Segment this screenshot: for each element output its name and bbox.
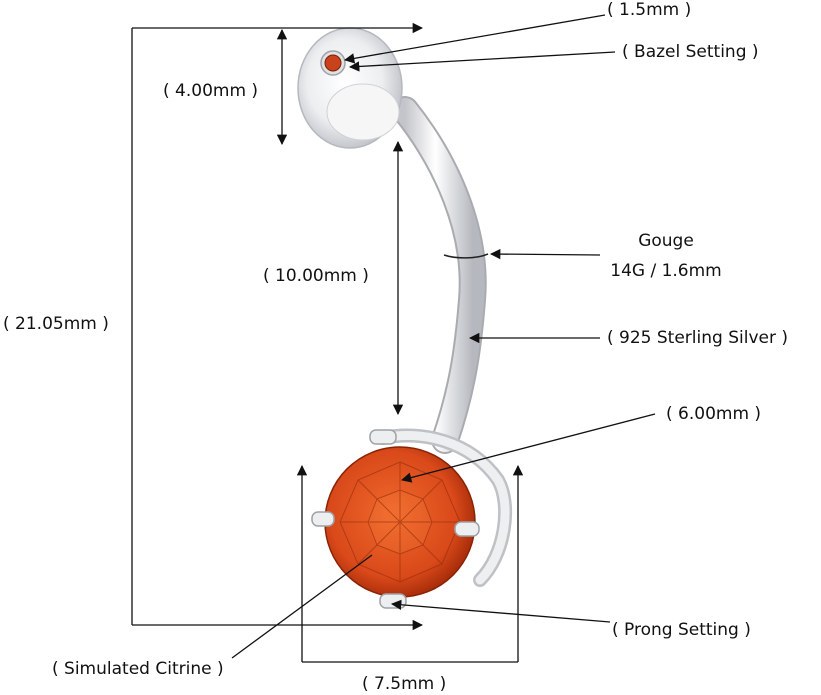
- gem-size-label: ( 6.00mm ): [666, 404, 762, 424]
- ball-size-label: ( 4.00mm ): [163, 81, 259, 101]
- stone-size-label: ( 1.5mm ): [607, 0, 692, 20]
- top-stone: [324, 54, 342, 72]
- prong-bottom: [379, 593, 407, 609]
- prong-top: [369, 429, 397, 445]
- gem-name-label: ( Simulated Citrine ): [52, 659, 224, 679]
- gauge-title-label: Gouge: [638, 231, 694, 251]
- gem-setting: [311, 428, 513, 609]
- bar-length-label: ( 10.00mm ): [263, 266, 369, 286]
- prong-left: [311, 511, 335, 527]
- width-label: ( 7.5mm ): [362, 674, 447, 694]
- bezel-setting-label: ( Bazel Setting ): [622, 42, 759, 62]
- prong-right: [454, 521, 480, 537]
- top-ball: [297, 27, 403, 149]
- gauge-mark: [443, 253, 489, 259]
- dimension-lines: [131, 14, 656, 663]
- prong-setting-label: ( Prong Setting ): [612, 620, 751, 640]
- total-length-label: ( 21.05mm ): [3, 314, 109, 334]
- curved-bar: [391, 96, 489, 454]
- material-label: ( 925 Sterling Silver ): [607, 328, 788, 348]
- gauge-value-label: 14G / 1.6mm: [610, 261, 722, 281]
